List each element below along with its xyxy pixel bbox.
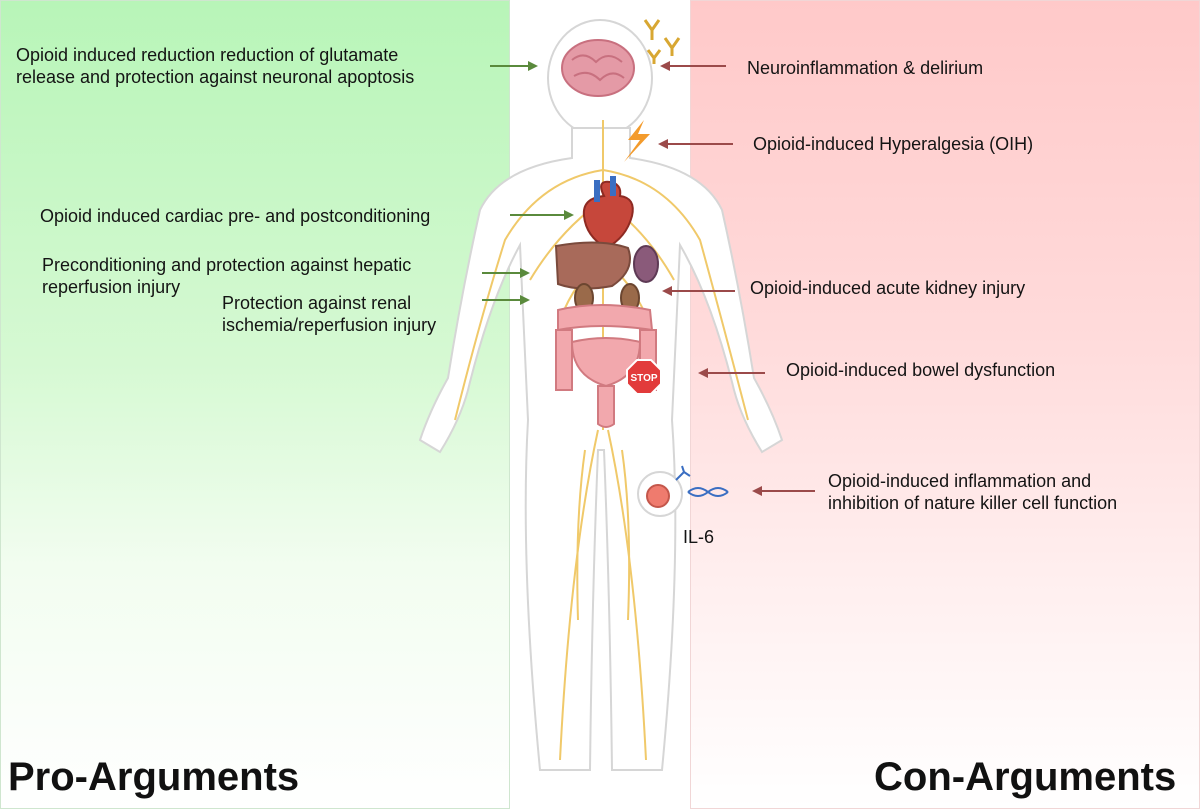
heart-illustration	[582, 176, 634, 250]
con-heading: Con-Arguments	[874, 755, 1177, 799]
con-label-kidney: Opioid-induced acute kidney injury	[750, 277, 1025, 299]
con-label-immune-line2: inhibition of nature killer cell functio…	[828, 493, 1118, 513]
pro-label-liver-line2: reperfusion injury	[42, 277, 181, 297]
pro-label-brain-line2: release and protection against neuronal …	[16, 67, 415, 87]
con-label-brain: Neuroinflammation & delirium	[747, 57, 983, 79]
pro-panel	[0, 0, 510, 809]
dna-icon	[687, 487, 729, 497]
stop-sign-text: STOP	[630, 373, 657, 384]
immune-cell-illustration	[637, 465, 691, 517]
pro-label-brain-line1: Opioid induced reduction reduction of gl…	[16, 45, 399, 65]
spleen-illustration	[633, 245, 659, 283]
con-label-immune: Opioid-induced inflammation and inhibiti…	[828, 470, 1117, 514]
pro-arrows	[482, 61, 574, 305]
pro-label-kidney-line2: ischemia/reperfusion injury	[222, 315, 437, 335]
pro-label-heart-line1: Opioid induced cardiac pre- and postcond…	[40, 206, 431, 226]
con-label-oih: Opioid-induced Hyperalgesia (OIH)	[753, 133, 1033, 155]
liver-illustration	[554, 241, 631, 290]
con-label-immune-line1: Opioid-induced inflammation and	[828, 471, 1092, 491]
pro-label-liver: Preconditioning and protection against h…	[42, 254, 411, 298]
con-label-bowel-line1: Opioid-induced bowel dysfunction	[786, 360, 1056, 380]
pro-heading: Pro-Arguments	[8, 755, 300, 799]
pro-label-kidney-line1: Protection against renal	[222, 293, 412, 313]
pro-label-heart: Opioid induced cardiac pre- and postcond…	[40, 205, 430, 227]
con-label-oih-line1: Opioid-induced Hyperalgesia (OIH)	[753, 134, 1034, 154]
con-label-bowel: Opioid-induced bowel dysfunction	[786, 359, 1055, 381]
pro-label-kidney: Protection against renal ischemia/reperf…	[222, 292, 436, 336]
con-label-brain-line1: Neuroinflammation & delirium	[747, 58, 984, 78]
stop-sign-icon: STOP	[626, 359, 662, 395]
il6-label: IL-6	[683, 527, 715, 547]
brain-illustration	[561, 39, 635, 97]
antibody-icons	[643, 19, 681, 64]
pro-label-brain: Opioid induced reduction reduction of gl…	[16, 44, 414, 88]
con-label-kidney-line1: Opioid-induced acute kidney injury	[750, 278, 1026, 298]
con-arrows	[658, 61, 815, 496]
pro-label-liver-line1: Preconditioning and protection against h…	[42, 255, 412, 275]
con-panel	[690, 0, 1200, 809]
